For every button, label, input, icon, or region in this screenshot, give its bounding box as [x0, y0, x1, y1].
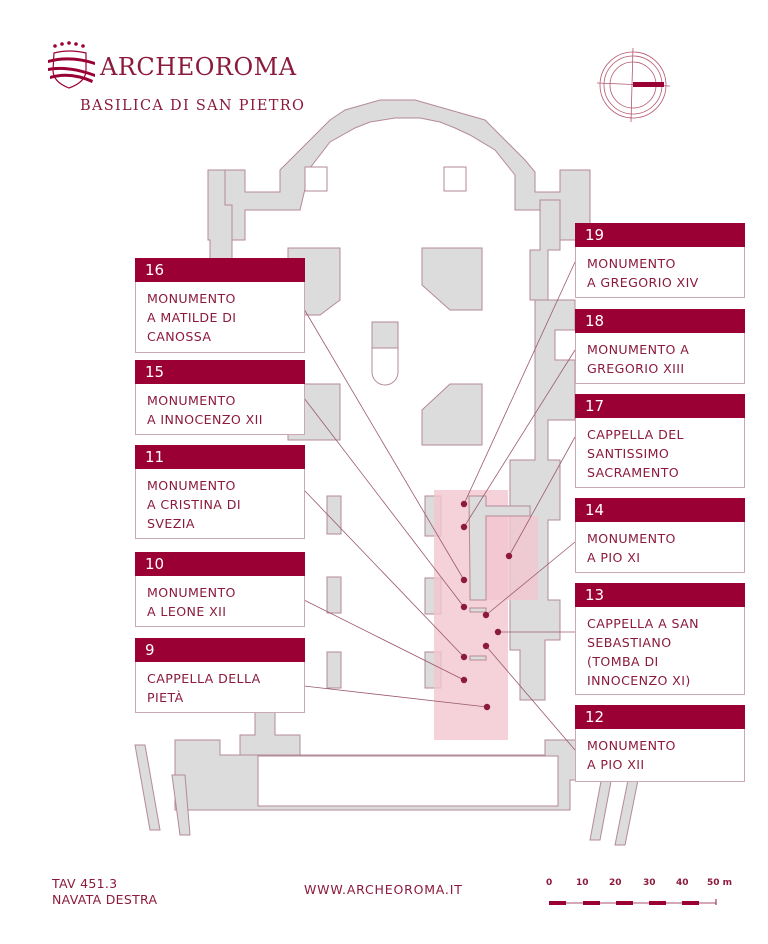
legend-card-13: 13 CAPPELLA A SAN SEBASTIANO (TOMBA DI I…	[575, 583, 745, 695]
marker-17	[505, 552, 513, 560]
dome-pier-ne	[421, 247, 483, 311]
scale-tick: 0	[546, 878, 553, 888]
scale-tick: 10	[576, 878, 589, 888]
legend-number: 14	[575, 498, 745, 522]
scale-tick: 20	[609, 878, 622, 888]
legend-card-17: 17 CAPPELLA DEL SANTISSIMO SACRAMENTO	[575, 394, 745, 488]
confessio	[371, 321, 399, 349]
legend-label: MONUMENTO A PIO XII	[587, 738, 676, 772]
right-transept-wall	[529, 199, 561, 301]
marker-11	[460, 653, 468, 661]
legend-card-11: 11 MONUMENTO A CRISTINA DI SVEZIA	[135, 445, 305, 539]
legend-label: MONUMENTO A GREGORIO XIV	[587, 256, 699, 290]
legend-number: 19	[575, 223, 745, 247]
marker-16	[460, 576, 468, 584]
legend-label: MONUMENTO A GREGORIO XIII	[587, 342, 690, 376]
legend-number: 10	[135, 552, 305, 576]
confessio-apse	[371, 347, 399, 386]
apse-niche-left	[304, 166, 328, 192]
plate-info: TAV 451.3 NAVATA DESTRA	[52, 876, 157, 908]
legend-card-9: 9 CAPPELLA DELLA PIETÀ	[135, 638, 305, 713]
legend-label: CAPPELLA A SAN SEBASTIANO (TOMBA DI INNO…	[587, 616, 699, 688]
scale-tick: 50 m	[707, 878, 733, 888]
legend-number: 11	[135, 445, 305, 469]
right-aisle-wall	[509, 299, 576, 701]
colonnade-left-2	[171, 774, 191, 836]
marker-19	[460, 500, 468, 508]
legend-label: MONUMENTO A INNOCENZO XII	[147, 393, 263, 427]
marker-13	[494, 628, 502, 636]
marker-18	[460, 523, 468, 531]
scale-bar	[549, 899, 717, 905]
marker-15	[460, 603, 468, 611]
nave-pier	[326, 576, 342, 614]
legend-card-19: 19 MONUMENTO A GREGORIO XIV	[575, 223, 745, 298]
legend-card-14: 14 MONUMENTO A PIO XI	[575, 498, 745, 573]
section-name: NAVATA DESTRA	[52, 892, 158, 907]
apse-wall	[214, 99, 591, 241]
marker-12	[482, 642, 490, 650]
legend-number: 17	[575, 394, 745, 418]
marker-9	[483, 703, 491, 711]
portico-interior	[257, 755, 559, 807]
legend-card-12: 12 MONUMENTO A PIO XII	[575, 705, 745, 782]
legend-label: MONUMENTO A PIO XI	[587, 531, 676, 565]
legend-label: MONUMENTO A CRISTINA DI SVEZIA	[147, 478, 241, 531]
legend-number: 15	[135, 360, 305, 384]
legend-number: 9	[135, 638, 305, 662]
legend-number: 18	[575, 309, 745, 333]
crest-shield-icon	[48, 41, 95, 89]
page-title: BASILICA DI SAN PIETRO	[80, 98, 306, 114]
legend-label: MONUMENTO A LEONE XII	[147, 585, 236, 619]
legend-card-16: 16 MONUMENTO A MATILDE DI CANOSSA	[135, 258, 305, 353]
aisle-chapel-walls	[468, 495, 531, 601]
highlight-sacramento	[486, 516, 538, 600]
brand-name: ARCHEOROMA	[100, 53, 297, 81]
marker-14	[482, 611, 490, 619]
nave-pier	[326, 651, 342, 689]
scale-tick: 40	[676, 878, 689, 888]
dome-pier-se	[421, 383, 483, 446]
colonnade-left-1	[134, 744, 161, 831]
compass-rose-icon	[596, 47, 671, 123]
plate-number: TAV 451.3	[52, 876, 118, 891]
legend-number: 16	[135, 258, 305, 282]
legend-number: 12	[575, 705, 745, 729]
legend-label: CAPPELLA DEL SANTISSIMO SACRAMENTO	[587, 427, 684, 480]
nave-pier	[326, 495, 342, 535]
scale-tick: 30	[643, 878, 656, 888]
legend-label: CAPPELLA DELLA PIETÀ	[147, 671, 261, 705]
legend-card-18: 18 MONUMENTO A GREGORIO XIII	[575, 309, 745, 384]
legend-label: MONUMENTO A MATILDE DI CANOSSA	[147, 291, 237, 344]
legend-number: 13	[575, 583, 745, 607]
legend-card-10: 10 MONUMENTO A LEONE XII	[135, 552, 305, 627]
marker-10	[460, 676, 468, 684]
apse-niche-right	[443, 166, 467, 192]
website-link[interactable]: WWW.ARCHEOROMA.IT	[304, 882, 463, 897]
legend-card-15: 15 MONUMENTO A INNOCENZO XII	[135, 360, 305, 435]
